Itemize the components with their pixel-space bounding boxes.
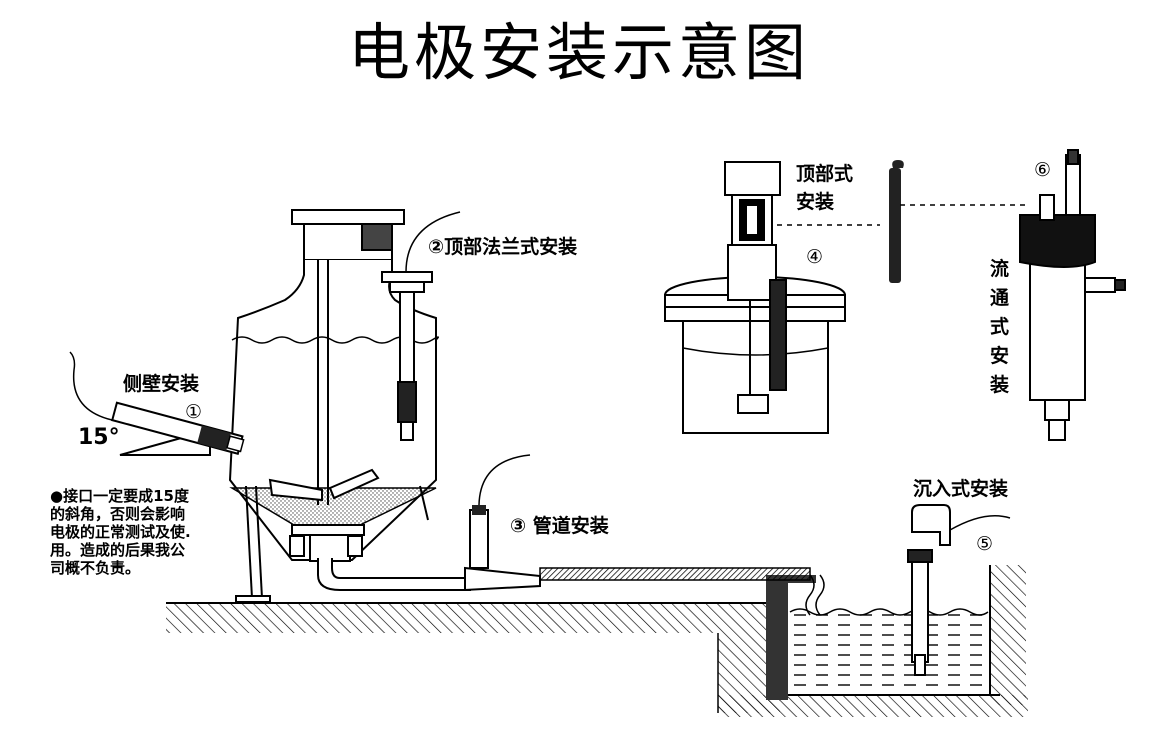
label-side-wall: 侧壁安装 [123, 372, 199, 395]
label-flow-2: 式 [990, 315, 1009, 338]
note-line: 用。造成的后果我公 [50, 541, 186, 559]
note-line: 的斜角，否则会影响 [50, 505, 186, 523]
pipe-line [317, 454, 811, 592]
tank [228, 209, 439, 603]
label-flow-num: ⑥ [1034, 159, 1051, 181]
ground [166, 565, 1028, 717]
note-line: 司概不负责。 [50, 559, 141, 577]
note-line: 电极的正常测试及使. [50, 523, 191, 541]
label-immersion-num: ⑤ [976, 533, 993, 555]
label-angle: 15° [78, 425, 120, 450]
water-pool [789, 574, 989, 694]
label-flow-0: 流 [990, 257, 1009, 280]
warning-note: ●接口一定要成15度 的斜角，否则会影响 电极的正常测试及使. 用。造成的后果我… [50, 487, 240, 577]
diagram-title: 电极安装示意图 [347, 16, 810, 89]
label-top-mount-2: 安装 [796, 190, 834, 213]
label-side-wall-num: ① [185, 401, 202, 423]
note-line: ●接口一定要成15度 [50, 487, 189, 505]
label-top-mount-num: ④ [806, 246, 823, 268]
side-wall-electrode [69, 351, 245, 456]
immersion-electrode [907, 504, 1011, 676]
label-top-flange: ②顶部法兰式安装 [428, 235, 577, 258]
label-immersion: 沉入式安装 [913, 477, 1008, 500]
top-mount-vessel [664, 161, 846, 434]
label-pipe: ③ 管道安装 [510, 514, 609, 537]
flow-cell [1019, 149, 1126, 441]
label-top-mount-1: 顶部式 [796, 162, 853, 185]
label-flow-3: 安 [990, 344, 1009, 367]
label-flow-4: 装 [989, 373, 1009, 396]
top-mount-probe [889, 160, 1030, 283]
label-flow-1: 通 [990, 287, 1010, 309]
flange-electrode [381, 271, 433, 441]
flange-cable [405, 211, 461, 273]
